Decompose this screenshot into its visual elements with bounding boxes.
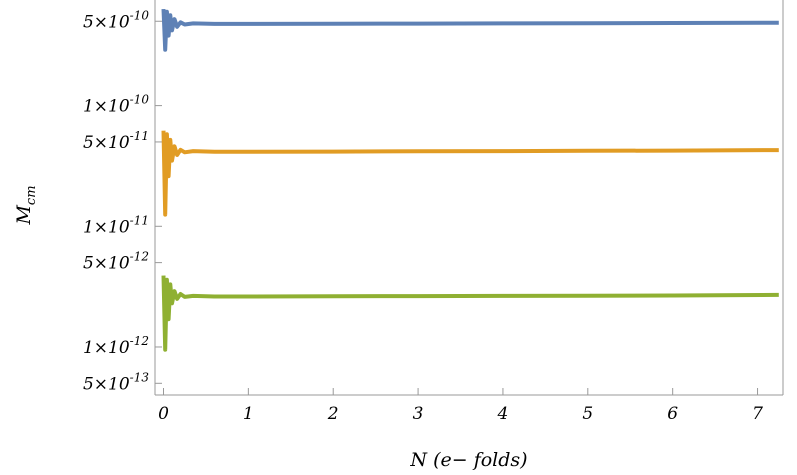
x-tick-label: 6 [667, 404, 678, 424]
x-axis-ticks: 0 1 2 3 4 5 6 7 [158, 388, 763, 424]
y-tick-label: 5×10-13 [83, 370, 149, 394]
series-line-3 [161, 275, 779, 352]
x-tick-label: 3 [413, 404, 424, 424]
x-axis-label: N (e− folds) [409, 449, 527, 471]
y-tick-label: 1×10-11 [83, 213, 149, 237]
y-axis-ticks: 5×10-13 1×10-12 5×10-12 1×10-11 5×10-11 1×10-… [83, 8, 162, 394]
series-line-1 [161, 9, 779, 52]
svg-text:Mcm: Mcm [13, 185, 39, 225]
y-tick-label: 1×10-12 [83, 334, 149, 358]
y-tick-label: 5×10-11 [83, 129, 149, 153]
x-tick-label: 1 [243, 404, 254, 424]
y-axis-label-subscript: cm [24, 185, 39, 205]
y-tick-label: 5×10-10 [83, 8, 149, 32]
y-axis-label: Mcm [13, 185, 39, 225]
y-axis-label-main: M [13, 205, 35, 226]
y-tick-label: 1×10-10 [83, 93, 149, 117]
series-line-2 [161, 130, 779, 217]
series-group [161, 9, 779, 352]
x-tick-label: 2 [327, 404, 339, 424]
x-tick-label: 5 [582, 404, 593, 424]
plot-frame [154, 0, 784, 396]
x-tick-label: 4 [497, 404, 509, 424]
y-tick-label: 5×10-12 [83, 250, 149, 274]
x-tick-label: 7 [752, 404, 763, 424]
x-tick-label: 0 [158, 404, 169, 424]
